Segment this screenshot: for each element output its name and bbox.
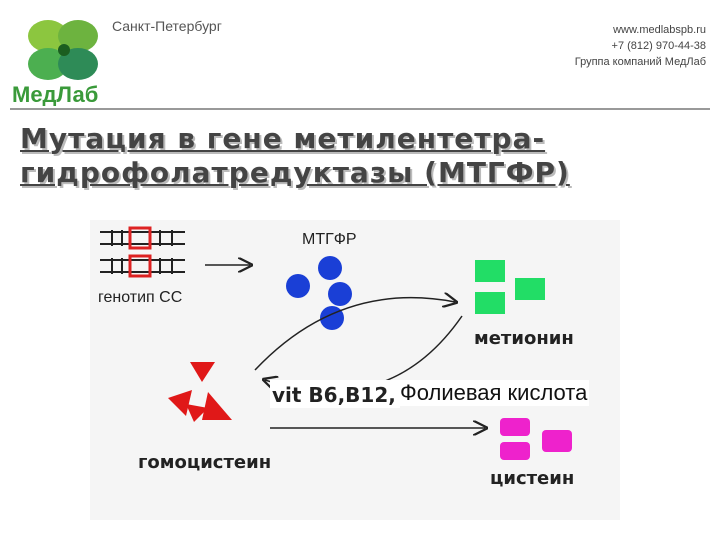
slide-title: Мутация в гене метилентетра- гидрофолатр… bbox=[20, 122, 710, 190]
folic-acid-label: Фолиевая кислота bbox=[398, 380, 590, 406]
title-line-2: гидрофолатредуктазы (МТГФР) bbox=[20, 156, 570, 189]
medlab-logo: МедЛаб bbox=[12, 20, 98, 106]
title-line-1: Мутация в гене метилентетра- bbox=[20, 122, 546, 155]
homocysteine-label: гомоцистеин bbox=[138, 452, 271, 473]
methionine-label: метионин bbox=[474, 328, 574, 349]
brand-name: МедЛаб bbox=[12, 82, 98, 106]
city-name: Санкт-Петербург bbox=[112, 18, 222, 34]
metabolism-diagram: генотип СС МТГФР метионин гомоцистеин vi… bbox=[90, 220, 620, 520]
contacts-block: www.medlabspb.ru +7 (812) 970-44-38 Груп… bbox=[575, 22, 706, 70]
website-link[interactable]: www.medlabspb.ru bbox=[613, 24, 706, 36]
enzyme-molecules-icon bbox=[286, 256, 352, 330]
gene-dna-icon bbox=[100, 226, 185, 278]
phone-number: +7 (812) 970-44-38 bbox=[611, 40, 706, 52]
enzyme-label: МТГФР bbox=[302, 231, 357, 248]
clover-icon bbox=[28, 20, 98, 80]
cysteine-molecules-icon bbox=[500, 418, 572, 460]
company-name: Группа компаний МедЛаб bbox=[574, 56, 706, 68]
vitamins-label: vit B6,B12, bbox=[272, 383, 396, 407]
methionine-molecules-icon bbox=[475, 260, 545, 314]
arrow-homocysteine-to-methionine bbox=[254, 298, 455, 371]
cysteine-label: цистеин bbox=[490, 468, 574, 489]
genotype-label: генотип СС bbox=[98, 289, 182, 306]
homocysteine-molecules-icon bbox=[168, 362, 232, 422]
header-divider bbox=[10, 108, 710, 110]
